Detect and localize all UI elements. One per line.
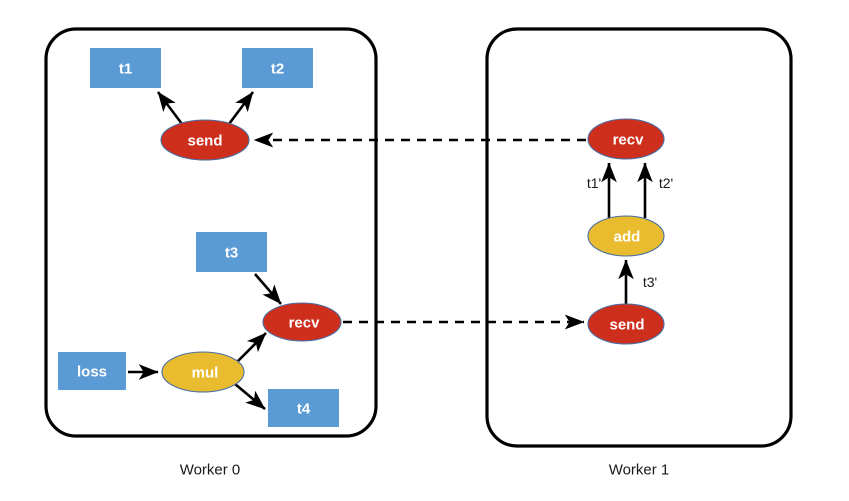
op-ellipse-add-worker1 [587,215,665,257]
worker0-panel-frame [44,27,378,438]
edge-label-t1-prime: t1' [587,175,601,191]
worker1-panel-frame [485,27,793,448]
tensor-box-t4 [268,389,339,427]
op-ellipse-mul [161,351,245,393]
op-ellipse-recv-worker0 [262,302,342,342]
node-t4[interactable]: t4 [268,389,339,427]
tensor-box-t3 [196,232,267,272]
node-recv-worker0[interactable]: recv [262,302,342,342]
node-recv-worker1[interactable]: recv [587,118,665,160]
node-send-worker0[interactable]: send [160,119,250,161]
op-ellipse-send-worker1 [587,303,665,345]
op-ellipse-send-worker0 [160,119,250,161]
edge-label-t3-prime: t3' [643,274,657,290]
tensor-box-t2 [242,48,313,88]
edge-send-to-t2 [227,91,255,125]
node-send-worker1[interactable]: send [587,303,665,345]
tensor-box-t1 [90,48,161,88]
node-loss[interactable]: loss [58,352,126,390]
op-ellipse-recv-worker1 [587,118,665,160]
tensor-box-loss [58,352,126,390]
node-mul[interactable]: mul [161,351,245,393]
worker1-caption: Worker 1 [609,462,670,479]
worker0-caption: Worker 0 [180,462,241,479]
node-t3[interactable]: t3 [196,232,267,272]
node-t2[interactable]: t2 [242,48,313,88]
edge-send-to-t1 [156,91,184,125]
edge-mul-to-recv [237,332,267,362]
edge-label-t2-prime: t2' [659,175,673,191]
edge-mul-to-t4 [234,383,266,410]
edge-t3-to-recv [254,273,282,305]
node-add-worker1[interactable]: add [587,215,665,257]
node-t1[interactable]: t1 [90,48,161,88]
